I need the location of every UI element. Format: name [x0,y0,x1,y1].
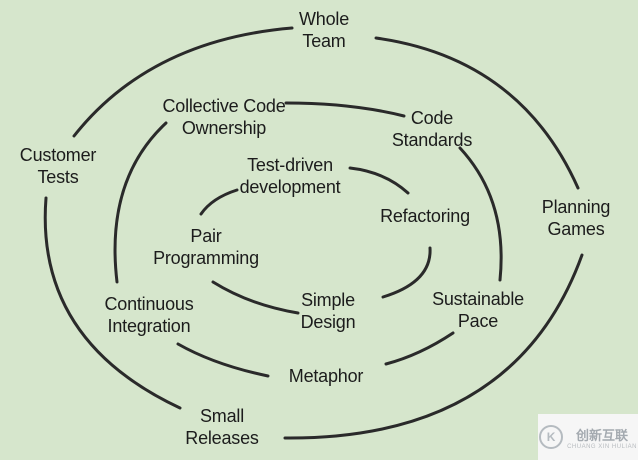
inner-ring-arc-right [381,246,432,299]
label-simple-design: Simple Design [300,290,356,332]
middle-ring-arc-right [458,146,503,282]
watermark: K 创新互联 CHUANG XIN HULIAN [538,414,638,460]
k-logo-icon: K [539,425,564,449]
outer-ring-arc-left [43,196,182,410]
label-test-driven-development: Test-driven development [239,155,341,197]
outer-ring-arc-top-right [374,36,580,190]
label-customer-tests: Customer Tests [19,145,97,187]
outer-ring-arc-top-left [72,26,294,138]
label-collective-code-ownership: Collective Code Ownership [162,96,286,138]
inner-ring-arc-top-right [348,166,410,195]
label-continuous-integration: Continuous Integration [104,294,194,336]
label-refactoring: Refactoring [380,206,470,226]
label-sustainable-pace: Sustainable Pace [432,289,524,331]
label-metaphor: Metaphor [288,366,364,386]
inner-ring-arc-bottom-left [211,280,300,315]
label-small-releases: Small Releases [185,406,259,448]
middle-ring-arc-bottom-right [384,331,455,366]
label-planning-games: Planning Games [541,197,611,239]
middle-ring-arc-bottom-left [176,342,270,378]
label-pair-programming: Pair Programming [153,226,259,268]
middle-ring-arc-top [284,101,406,118]
outer-ring-arc-bottom-right [283,253,584,440]
label-whole-team: Whole Team [298,9,350,51]
label-code-standards: Code Standards [391,108,473,150]
middle-ring-arc-left [113,121,168,284]
inner-ring-arc-top-left [199,188,239,216]
watermark-text: 创新互联 CHUANG XIN HULIAN [567,427,637,450]
